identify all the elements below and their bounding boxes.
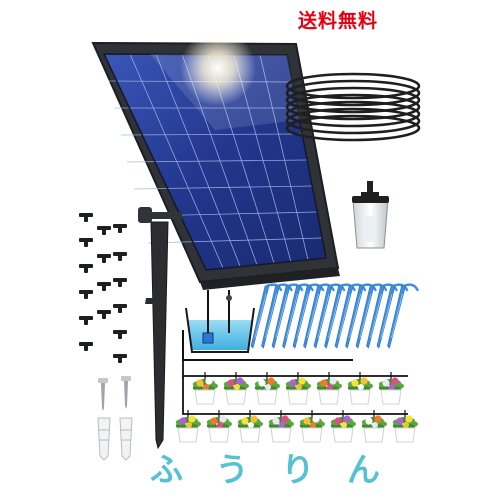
tee-connector-icon [79,213,93,222]
free-shipping-badge: 送料無料 [298,10,379,32]
watermark-char: ん [346,450,380,489]
drip-emitter-icon [303,283,335,349]
tee-connector-icon [113,224,127,233]
potted-plant-icon [316,372,342,405]
drip-emitter-icon [334,283,367,349]
drip-emitter-icon [376,283,409,349]
potted-plant-icon [192,372,218,405]
potted-plant-icon [299,410,325,443]
watermark-char: う [215,450,249,489]
drip-emitter-icon [271,283,304,349]
wall-anchor-icon [97,417,133,461]
potted-plant-icon [347,372,373,405]
potted-plant-icon [361,410,387,443]
potted-plant-icon [254,372,280,405]
tubing-coil-icon [285,72,421,142]
filter-icon [352,181,389,249]
solar-panel-icon [91,30,340,290]
tee-connector-icon [79,316,93,325]
tee-connector-icon [79,264,93,273]
drip-emitter-icon [355,283,388,349]
tee-connector-icon [79,238,93,247]
potted-plant-icon [206,410,232,443]
potted-plant-icon [237,410,263,443]
tee-connector-icon [113,304,127,313]
tee-connector-icon [113,354,127,363]
drip-emitter-icon [250,283,283,349]
drip-emitter-icon [282,283,314,349]
drip-emitter-icon [324,283,356,349]
tee-connector-icon [79,290,93,299]
potted-plant-icon [330,410,356,443]
screw-icon [98,376,131,411]
tee-connector-icon [97,310,111,319]
potted-plant-icon [378,372,404,405]
tee-connector-icon [97,254,111,263]
tee-connector-icon [97,282,111,291]
drip-emitter-icon [366,283,398,349]
potted-plant-icon [223,372,249,405]
drip-emitter-icon [292,283,325,349]
drip-emitter-icon [387,283,419,349]
tee-connector-icon [97,226,111,235]
watermark-char: ふ [150,450,183,489]
watermark-char: り [281,450,315,489]
potted-plant-icon [175,410,201,443]
drip-emitter-icon [250,283,419,349]
potted-plant-icon [175,360,418,443]
tee-connector-icon [113,330,127,339]
tee-connector-icon [113,278,127,287]
tee-connector-icon [113,252,127,261]
tee-connector-icon [79,213,127,363]
drip-emitter-icon [261,283,293,349]
ground-stake-icon [138,207,182,450]
potted-plant-icon [268,410,294,443]
potted-plant-icon [392,410,418,443]
potted-plant-icon [285,372,311,405]
watermark: ふ う り ん [150,450,380,490]
drip-emitter-icon [313,283,346,349]
tee-connector-icon [79,342,93,351]
drip-emitter-icon [345,283,377,349]
